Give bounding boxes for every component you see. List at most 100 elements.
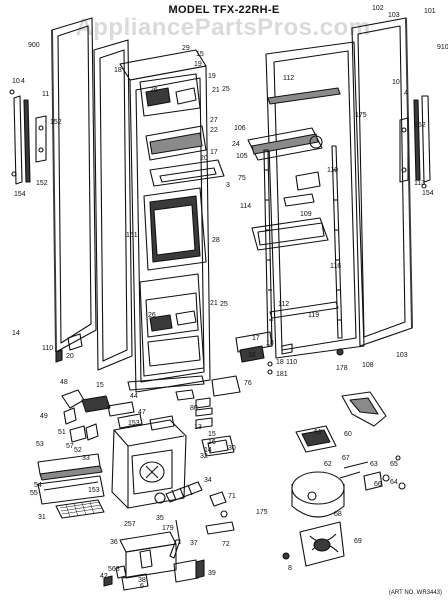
diagram-title: MODEL TFX-22RH-E xyxy=(168,4,280,16)
freezer-basket-lower xyxy=(139,273,205,377)
part-label: 18 xyxy=(276,359,284,366)
part-label: 39 xyxy=(208,570,216,577)
part-label: 75 xyxy=(238,175,246,182)
part-label: 27 xyxy=(210,117,218,124)
part-label: 4 xyxy=(21,78,25,85)
dairy-compartment xyxy=(247,127,323,161)
part-label: 53 xyxy=(36,441,44,448)
part-label: 103 xyxy=(396,352,408,359)
ice-crusher-housing xyxy=(111,419,187,509)
part-label: 18 xyxy=(114,67,122,74)
part-label: 110 xyxy=(286,359,297,366)
part-label: 151 xyxy=(126,232,138,239)
part-label: 10 xyxy=(392,79,400,86)
part-label: 37 xyxy=(190,540,198,547)
part-label: 116 xyxy=(330,263,341,270)
solenoid xyxy=(173,559,205,583)
part-label: 32 xyxy=(200,453,208,460)
part-label: 25 xyxy=(222,86,230,93)
door-bin xyxy=(251,217,329,251)
part-label: 20 xyxy=(66,353,74,360)
fresh-food-handle xyxy=(413,95,431,189)
part-label: 175 xyxy=(355,112,367,119)
part-label: 29 xyxy=(182,45,190,52)
freezer-shelf-upper xyxy=(139,73,201,117)
part-label: 68 xyxy=(334,511,342,518)
part-label: 21 xyxy=(212,87,220,94)
part-label: 18 xyxy=(266,340,274,347)
part-label: 900 xyxy=(28,42,40,49)
part-label: 66 xyxy=(374,481,382,488)
small-screws-right xyxy=(282,455,406,560)
handle-cap xyxy=(35,115,47,163)
part-label: 106 xyxy=(234,125,246,132)
part-label: 31 xyxy=(38,514,46,521)
part-label: 109 xyxy=(300,211,312,218)
freezer-door-liner xyxy=(93,39,133,371)
part-label: 17 xyxy=(210,149,218,156)
hinge-parts xyxy=(55,331,344,375)
part-label: 51 xyxy=(58,429,66,436)
freezer-door-outer xyxy=(51,17,97,353)
part-label: 114 xyxy=(240,203,251,210)
part-label: 26 xyxy=(148,312,156,319)
part-label: 20 xyxy=(200,155,208,162)
dispenser-bracket xyxy=(119,531,177,579)
auger xyxy=(154,481,203,504)
part-label: 44 xyxy=(130,393,138,400)
part-label: 105 xyxy=(236,153,248,160)
part-label: 14 xyxy=(204,447,212,454)
part-label: 154 xyxy=(14,191,26,198)
part-label: 52 xyxy=(74,447,82,454)
part-label: 153 xyxy=(128,420,140,427)
small-fittings xyxy=(195,397,235,535)
part-label: 30 xyxy=(228,445,236,452)
part-label: 102 xyxy=(372,5,384,12)
ice-chute-cup xyxy=(295,425,337,453)
drip-tray xyxy=(55,499,105,519)
dispenser-assembly xyxy=(61,389,175,443)
part-label: 154 xyxy=(422,190,434,197)
part-label: 19 xyxy=(208,73,216,80)
gasket-plate xyxy=(201,435,235,457)
fresh-food-door-liner xyxy=(265,41,365,359)
part-label: 36 xyxy=(110,539,118,546)
part-label: 63 xyxy=(370,461,378,468)
fresh-food-door-outer xyxy=(351,17,413,347)
part-label: 14 xyxy=(12,330,20,337)
part-label: 55 xyxy=(30,490,38,497)
part-label: 910 xyxy=(437,44,448,51)
part-label: 152 xyxy=(50,119,62,126)
part-label: 103 xyxy=(388,12,400,19)
part-label: 26 xyxy=(150,87,158,94)
part-label: 33 xyxy=(82,455,90,462)
part-label: 67 xyxy=(342,455,350,462)
part-label: 181 xyxy=(276,371,288,378)
part-label: 4 xyxy=(404,90,408,97)
part-label: 152 xyxy=(36,180,48,187)
linkage-rod xyxy=(169,519,181,559)
butter-tray xyxy=(295,171,321,191)
part-label: 42 xyxy=(100,573,108,580)
dispenser-bar xyxy=(127,375,241,401)
part-label: 16 xyxy=(208,439,216,446)
part-label: 21 xyxy=(210,300,218,307)
part-label: 49 xyxy=(40,413,48,420)
part-label: 35 xyxy=(156,515,164,522)
freezer-handle xyxy=(9,89,31,185)
solenoid-right xyxy=(339,461,390,491)
part-label: 112 xyxy=(283,75,294,82)
part-label: 179 xyxy=(162,525,174,532)
part-label: 15 xyxy=(208,431,216,438)
part-label: 28 xyxy=(212,237,220,244)
door-shelf-bar-lower xyxy=(269,301,339,319)
ice-bucket xyxy=(143,187,207,271)
door-rail-right xyxy=(331,145,343,339)
part-label: 16 xyxy=(248,352,256,359)
freezer-cabinet-frame xyxy=(119,49,211,393)
dispenser-panel xyxy=(37,475,105,505)
part-label: 62 xyxy=(324,461,332,468)
part-label: 60 xyxy=(344,431,352,438)
part-label: 15 xyxy=(196,51,204,58)
